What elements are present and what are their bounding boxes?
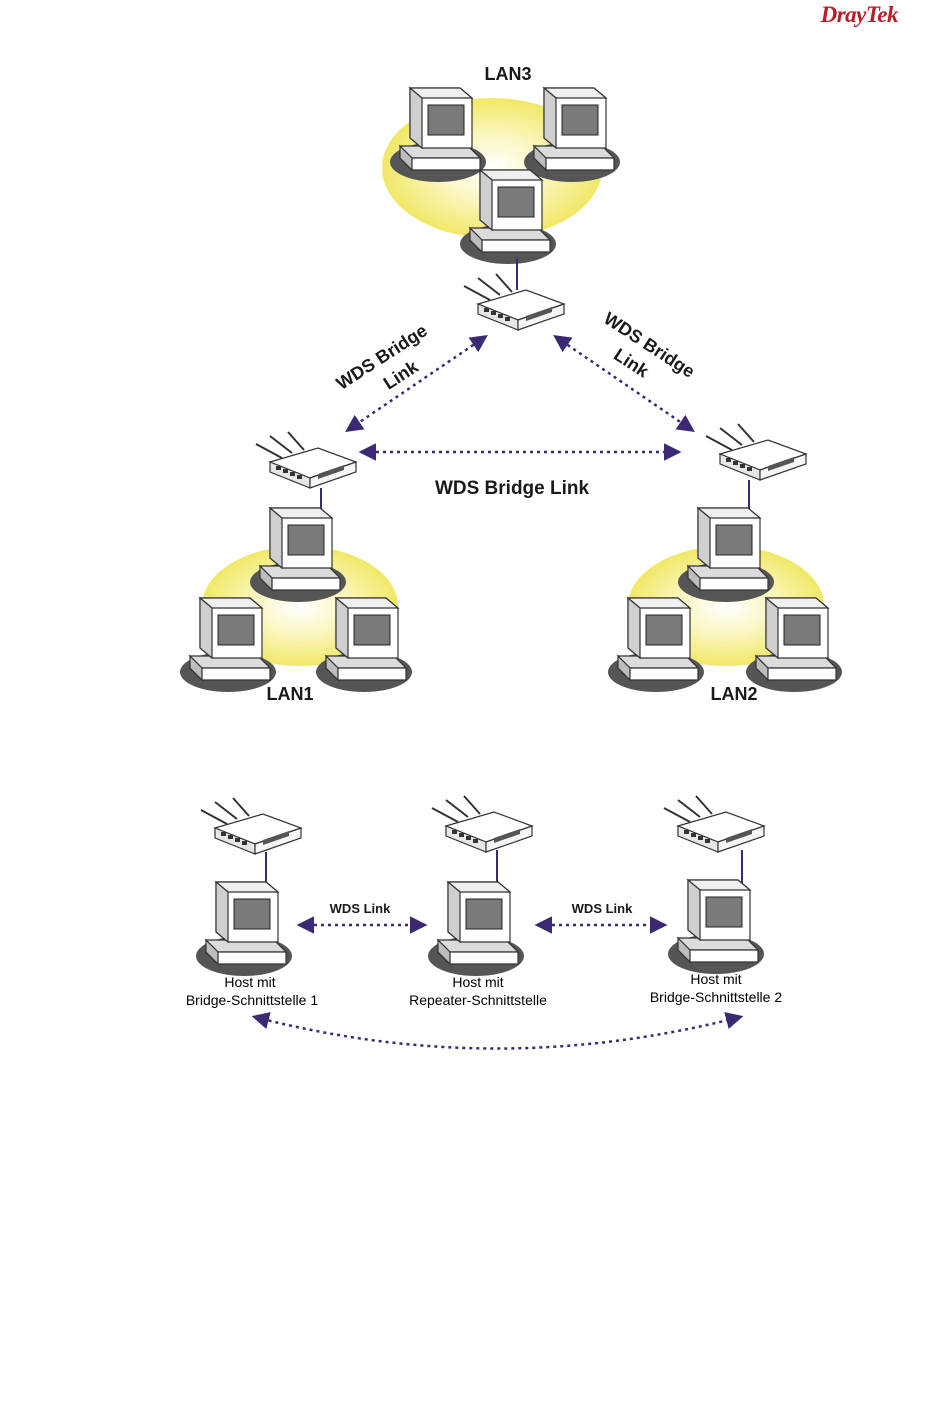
wds-link-2: WDS Link: [538, 901, 664, 925]
link-label-line1: WDS Bridge: [333, 320, 431, 393]
dotted-arrow: [348, 337, 485, 430]
wds-bridge-link-lan1-lan2: WDS Bridge Link: [362, 452, 678, 499]
pc-icon: [180, 598, 276, 692]
host-label-line1: Host mit: [690, 971, 741, 987]
wds-bridge-link-lan3-lan1: WDS Bridge Link: [333, 320, 485, 430]
host-label-line1: Host mit: [452, 974, 503, 990]
router-icon: [201, 798, 301, 854]
pc-icon: [428, 882, 524, 976]
host-label-line1: Host mit: [224, 974, 275, 990]
router-icon: [706, 424, 806, 480]
link-label: WDS Link: [330, 901, 391, 916]
link-label-line1: WDS Bridge: [600, 308, 698, 381]
wds-link-1: WDS Link: [300, 901, 424, 925]
pc-icon: [608, 598, 704, 692]
pc-icon: [668, 880, 764, 974]
pc-icon: [196, 882, 292, 976]
host-3: Host mit Bridge-Schnittstelle 2: [650, 796, 783, 1005]
lan1-label: LAN1: [266, 684, 313, 704]
host-label-line2: Bridge-Schnittstelle 1: [186, 992, 319, 1008]
router-icon: [464, 274, 564, 330]
host-label-line2: Repeater-Schnittstelle: [409, 992, 547, 1008]
host-label-line2: Bridge-Schnittstelle 2: [650, 989, 783, 1005]
wds-bridge-link-lan3-lan2: WDS Bridge Link: [556, 308, 698, 430]
lan1-group: LAN1: [180, 432, 412, 704]
router-icon: [664, 796, 764, 852]
lan2-label: LAN2: [710, 684, 757, 704]
lan3-label: LAN3: [484, 64, 531, 84]
lan3-group: LAN3: [382, 64, 620, 330]
router-icon: [432, 796, 532, 852]
lan2-group: LAN2: [608, 424, 842, 704]
host-1: Host mit Bridge-Schnittstelle 1: [186, 798, 319, 1008]
bridge-to-bridge-arc: [255, 1017, 740, 1049]
link-label: WDS Bridge Link: [435, 478, 590, 499]
link-label: WDS Link: [572, 901, 633, 916]
router-icon: [256, 432, 356, 488]
host-2: Host mit Repeater-Schnittstelle: [409, 796, 547, 1008]
